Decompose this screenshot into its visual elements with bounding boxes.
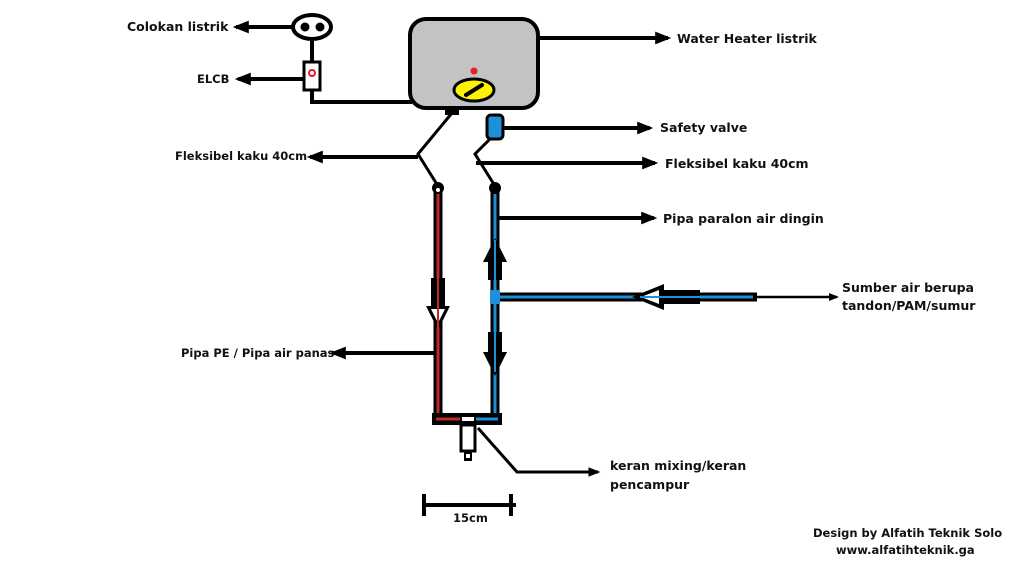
safety-valve-icon [485,113,505,141]
elcb-cable [310,90,412,104]
label-flex-hose-right: Fleksibel kaku 40cm [665,156,809,171]
power-plug-icon [291,13,333,41]
dimension-marker [422,494,516,516]
label-water-heater: Water Heater listrik [677,31,817,46]
leader-mixer [476,427,601,477]
hot-outlet-connector [445,109,459,115]
cold-flow-down-arrow-icon [483,332,507,376]
flex-hose-cold [473,137,497,187]
label-hot-pipe: Pipa PE / Pipa air panas [181,346,335,360]
label-water-source-line2: tandon/PAM/sumur [842,298,976,313]
label-mixer-line2: pencampur [610,477,690,492]
label-power-plug: Colokan listrik [127,19,229,34]
supply-flow-left-arrow-icon [632,284,700,310]
cold-supply-pipe [490,290,757,304]
cold-flow-up-arrow-icon [483,238,507,282]
credit-designer: Design by Alfatih Teknik Solo [813,526,1003,540]
flex-hose-hot [416,112,454,187]
label-mixer-line1: keran mixing/keran [610,458,747,473]
mixing-faucet-icon [459,423,477,461]
label-cold-pipe: Pipa paralon air dingin [663,211,824,226]
credit-website: www.alfatihteknik.ga [836,543,975,557]
elcb-icon [302,60,322,92]
hot-flow-down-arrow-icon [426,278,450,330]
label-dimension: 15cm [453,511,488,525]
label-elcb: ELCB [197,72,230,86]
label-flex-hose-left: Fleksibel kaku 40cm [175,149,308,163]
label-safety-valve: Safety valve [660,120,748,135]
pipe-crossbar [432,413,502,425]
water-heater-icon [408,17,540,110]
label-water-source-line1: Sumber air berupa [842,280,974,295]
